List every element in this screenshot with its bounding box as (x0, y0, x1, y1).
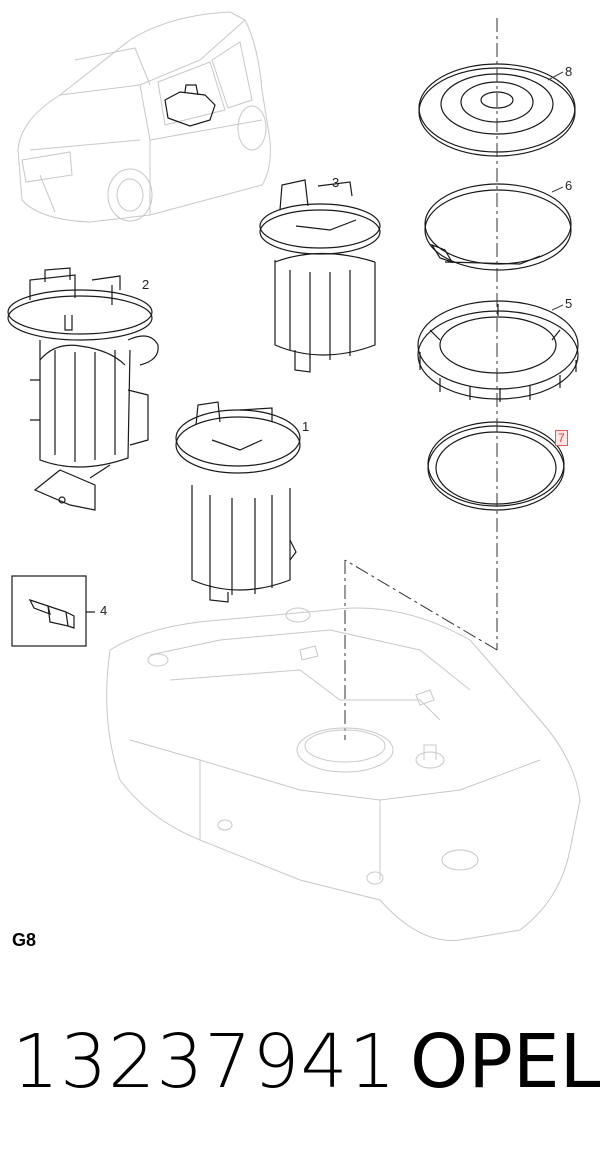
callout-1: 1 (302, 419, 310, 434)
part-3-fuel-pump-module (259, 179, 381, 373)
part-7-seal-ring (427, 421, 565, 511)
part-6-clamp-ring (424, 183, 572, 271)
callout-2: 2 (142, 277, 150, 292)
callout-4: 4 (100, 603, 108, 618)
callout-6: 6 (565, 178, 573, 193)
part-2-fuel-pump-module (7, 267, 159, 511)
part-number: 13237941 (12, 1019, 397, 1105)
callout-5: 5 (565, 296, 573, 311)
callout-8: 8 (565, 64, 573, 79)
section-label: G8 (12, 930, 37, 950)
part-1-fuel-pump-module (175, 401, 301, 603)
part-4-bolt (11, 575, 95, 647)
callout-3: 3 (332, 175, 340, 190)
fuel-tank-illustration (106, 607, 581, 941)
part-5-lock-ring (417, 300, 579, 402)
assembly-axis-lines (344, 18, 498, 740)
callout-7-highlighted[interactable]: 7 (555, 430, 568, 446)
brand-name: OPEL (410, 1019, 600, 1105)
vehicle-illustration (17, 11, 271, 223)
